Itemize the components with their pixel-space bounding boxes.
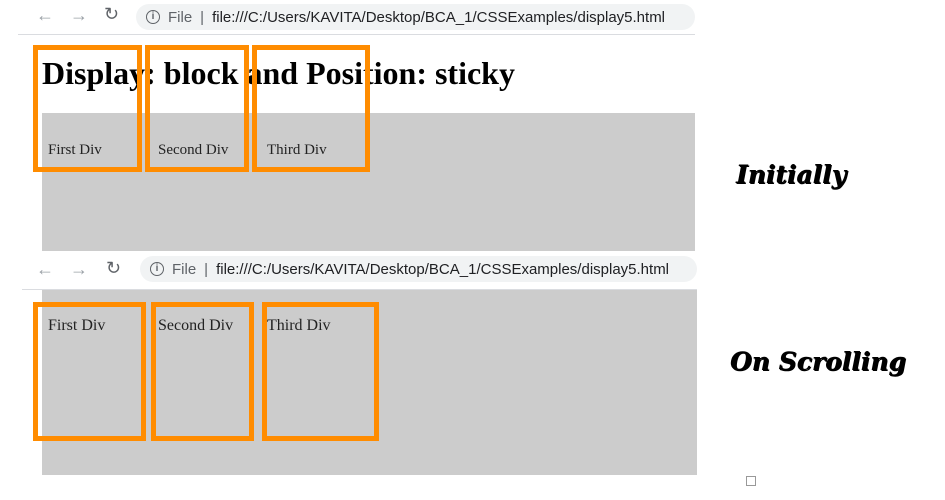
separator: | [204, 260, 209, 278]
third-div: Third Div [262, 302, 379, 441]
page-heading: Display: block and Position: sticky [42, 55, 515, 91]
back-icon[interactable]: ← [36, 5, 54, 25]
box-label: Second Div [158, 142, 229, 158]
first-div: First Div [33, 302, 146, 441]
url-text: file:///C:/Users/KAVITA/Desktop/BCA_1/CS… [216, 260, 670, 278]
back-icon[interactable]: ← [36, 259, 54, 279]
box-label: Third Div [267, 142, 327, 158]
caption-on-scrolling: On Scrolling [730, 347, 906, 376]
reload-icon[interactable]: ↻ [104, 4, 120, 24]
toolbar-divider [18, 34, 695, 35]
box-label: First Div [48, 142, 102, 158]
toolbar-divider [22, 289, 697, 290]
file-label: File [172, 260, 197, 278]
box-label: Third Div [267, 317, 331, 334]
address-bar[interactable]: i File | file:///C:/Users/KAVITA/Desktop… [140, 256, 697, 282]
box-label: First Div [48, 317, 106, 334]
file-label: File [168, 8, 193, 26]
separator: | [200, 8, 205, 26]
url-text: file:///C:/Users/KAVITA/Desktop/BCA_1/CS… [212, 8, 666, 26]
first-div: First Div [33, 45, 142, 172]
third-div: Third Div [252, 45, 370, 172]
info-icon[interactable]: i [150, 262, 164, 276]
info-icon[interactable]: i [146, 10, 160, 24]
address-bar[interactable]: i File | file:///C:/Users/KAVITA/Desktop… [136, 4, 695, 30]
forward-icon[interactable]: → [70, 259, 88, 279]
second-div: Second Div [145, 45, 249, 172]
reload-icon[interactable]: ↻ [106, 258, 122, 278]
box-label: Second Div [158, 317, 234, 334]
second-div: Second Div [151, 302, 254, 441]
checkbox[interactable] [746, 476, 756, 486]
caption-initially: Initially [736, 160, 847, 189]
forward-icon[interactable]: → [70, 5, 88, 25]
